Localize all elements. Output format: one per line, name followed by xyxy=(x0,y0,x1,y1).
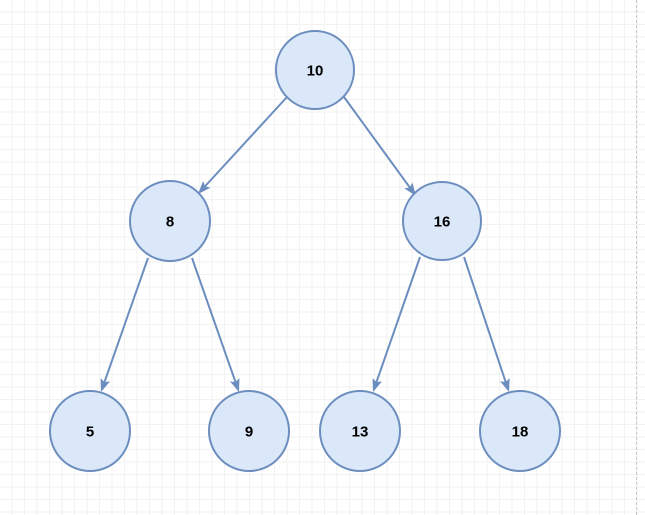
node-label: 8 xyxy=(166,214,174,231)
nodes-layer: 10 8 16 5 9 13 18 xyxy=(49,30,561,472)
node-label: 9 xyxy=(245,424,253,441)
node-label: 10 xyxy=(307,63,324,80)
tree-edge xyxy=(191,257,240,392)
node-label: 13 xyxy=(352,424,369,441)
node-circle[interactable] xyxy=(49,390,131,472)
edge-arrowhead xyxy=(198,181,211,194)
edge-line xyxy=(191,257,237,383)
node-circle[interactable] xyxy=(479,390,561,472)
node-circle[interactable] xyxy=(208,390,290,472)
edge-arrowhead xyxy=(404,182,416,196)
tree-edge xyxy=(372,256,421,392)
edges-layer xyxy=(100,96,510,392)
tree-edge xyxy=(343,96,416,196)
edge-line xyxy=(204,96,288,188)
edge-line xyxy=(103,257,149,383)
tree-node[interactable]: 8 xyxy=(129,180,211,262)
edge-line xyxy=(375,256,421,383)
edge-arrowhead xyxy=(500,378,510,392)
tree-node[interactable]: 16 xyxy=(402,181,482,261)
tree-node[interactable]: 9 xyxy=(208,390,290,472)
edge-arrowhead xyxy=(372,378,382,392)
edge-arrowhead xyxy=(229,378,240,392)
edge-line xyxy=(463,256,507,383)
edge-line xyxy=(343,96,411,189)
node-circle[interactable] xyxy=(129,180,211,262)
node-circle[interactable] xyxy=(402,181,482,261)
edge-arrowhead xyxy=(100,378,111,392)
node-circle[interactable] xyxy=(319,390,401,472)
tree-edge xyxy=(100,257,149,392)
page-break-line xyxy=(636,0,637,515)
tree-edge xyxy=(463,256,510,392)
tree-node[interactable]: 10 xyxy=(275,30,355,110)
node-label: 18 xyxy=(512,424,529,441)
tree-edge xyxy=(198,96,288,194)
node-circle[interactable] xyxy=(275,30,355,110)
tree-node[interactable]: 13 xyxy=(319,390,401,472)
node-label: 16 xyxy=(434,214,451,231)
tree-node[interactable]: 18 xyxy=(479,390,561,472)
tree-node[interactable]: 5 xyxy=(49,390,131,472)
node-label: 5 xyxy=(86,424,94,441)
